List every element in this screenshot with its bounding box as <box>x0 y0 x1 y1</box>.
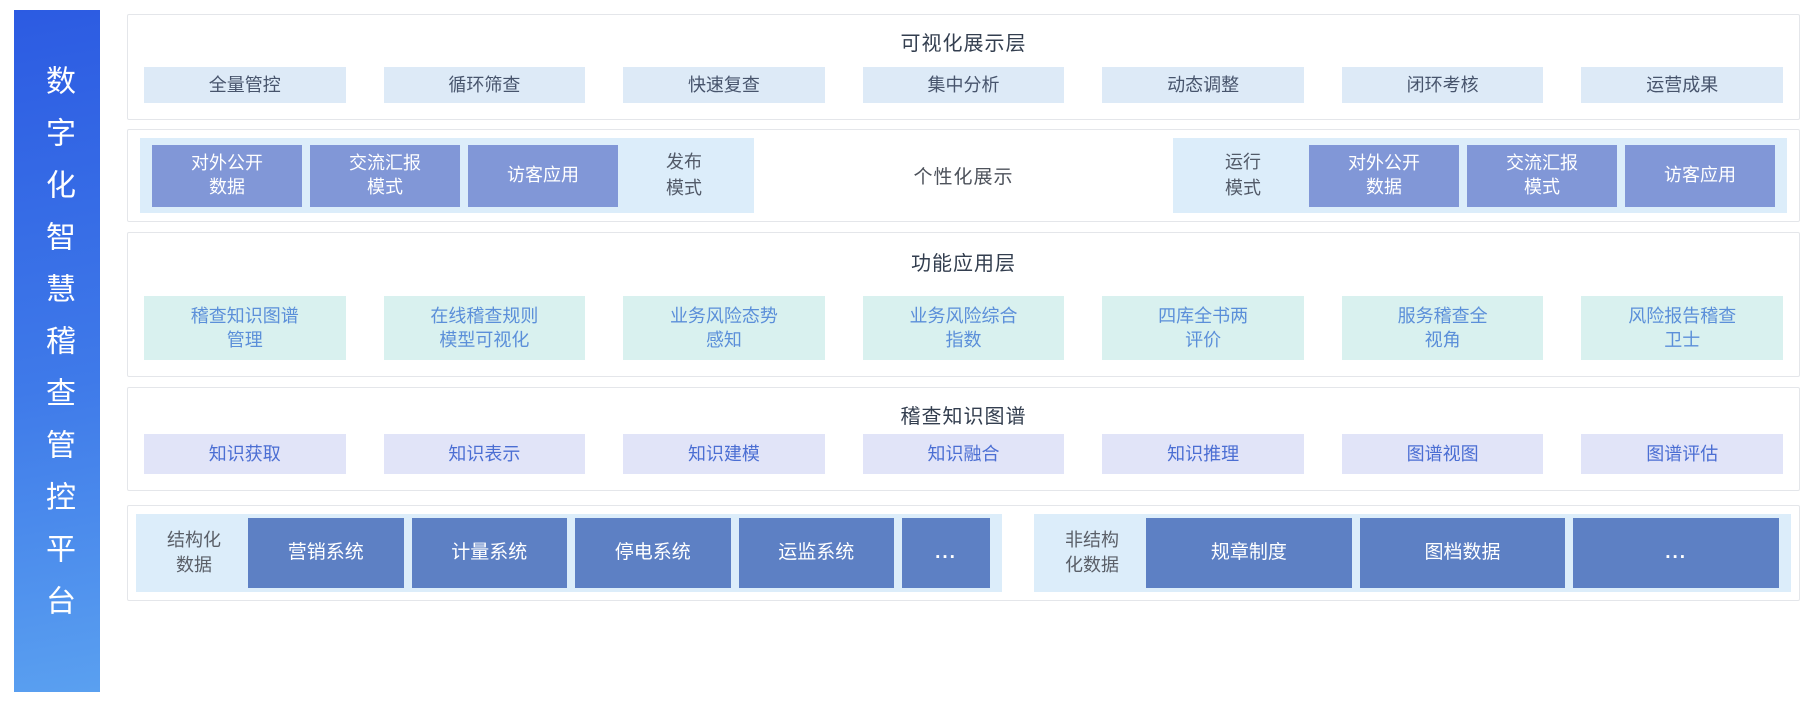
layer-card-modes: 对外公开 数据 交流汇报 模式 访客应用 发布 模式 个性化展示 运行 模式 对… <box>127 129 1800 222</box>
platform-title: 数字化智慧稽查管控平台 <box>41 65 74 637</box>
chip-risk-situation: 业务风险态势 感知 <box>623 296 825 360</box>
chip-knowledge-fusion: 知识融合 <box>862 434 1065 474</box>
chip-closed-loop-assess: 闭环考核 <box>1341 67 1544 103</box>
personalized-display-label: 个性化展示 <box>913 167 1014 188</box>
chip-knowledge-modeling: 知识建模 <box>623 434 825 474</box>
box-metering-system: 计量系统 <box>411 518 567 588</box>
box-public-data-left: 对外公开 数据 <box>152 144 302 207</box>
box-visitor-app-right: 访客应用 <box>1625 144 1775 207</box>
run-mode-group: 运行 模式 对外公开 数据 交流汇报 模式 访客应用 <box>1173 138 1787 213</box>
box-more-unstructured: ... <box>1573 518 1780 588</box>
layer-title-knowledge: 稽查知识图谱 <box>900 406 1027 428</box>
chip-risk-report-guard: 风险报告稽查 卫士 <box>1581 296 1784 360</box>
box-archive-data: 图档数据 <box>1359 518 1566 588</box>
structured-data-label: 结构化 数据 <box>167 529 221 575</box>
unstructured-data-label: 非结构 化数据 <box>1065 529 1119 575</box>
chip-knowledge-reasoning: 知识推理 <box>1102 434 1304 474</box>
layer-title-function: 功能应用层 <box>911 253 1016 275</box>
layer-title-visualization: 可视化展示层 <box>900 33 1027 55</box>
chip-dynamic-adjust: 动态调整 <box>1102 67 1304 103</box>
box-exchange-report-right: 交流汇报 模式 <box>1467 144 1617 207</box>
chip-knowledge-acquisition: 知识获取 <box>144 434 346 474</box>
box-more-structured: ... <box>902 518 990 588</box>
layer-card-visualization: 可视化展示层 全量管控 循环筛查 快速复查 集中分析 动态调整 闭环考核 运营成… <box>127 14 1800 120</box>
function-chip-row: 稽查知识图谱 管理 在线稽查规则 模型可视化 业务风险态势 感知 业务风险综合 … <box>144 296 1784 360</box>
box-operation-monitor-system: 运监系统 <box>738 518 894 588</box>
structured-data-group: 结构化 数据 营销系统 计量系统 停电系统 运监系统 ... <box>136 514 1002 592</box>
publish-mode-label: 发布 模式 <box>666 152 702 198</box>
run-mode-label: 运行 模式 <box>1225 152 1261 198</box>
architecture-diagram: 可视化展示层 全量管控 循环筛查 快速复查 集中分析 动态调整 闭环考核 运营成… <box>127 14 1800 601</box>
chip-cycle-screening: 循环筛查 <box>383 67 586 103</box>
publish-mode-group: 对外公开 数据 交流汇报 模式 访客应用 发布 模式 <box>140 138 754 213</box>
chip-central-analysis: 集中分析 <box>862 67 1065 103</box>
box-marketing-system: 营销系统 <box>248 518 404 588</box>
chip-graph-evaluation: 图谱评估 <box>1581 434 1784 474</box>
box-visitor-app-left: 访客应用 <box>468 144 618 207</box>
chip-full-control: 全量管控 <box>144 67 346 103</box>
knowledge-chip-row: 知识获取 知识表示 知识建模 知识融合 知识推理 图谱视图 图谱评估 <box>144 434 1784 474</box>
visualization-chip-row: 全量管控 循环筛查 快速复查 集中分析 动态调整 闭环考核 运营成果 <box>144 67 1784 103</box>
box-public-data-right: 对外公开 数据 <box>1309 144 1459 207</box>
layer-card-knowledge: 稽查知识图谱 知识获取 知识表示 知识建模 知识融合 知识推理 图谱视图 图谱评… <box>127 387 1800 491</box>
chip-knowledge-graph-mgmt: 稽查知识图谱 管理 <box>144 296 346 360</box>
layer-card-data-sources: 结构化 数据 营销系统 计量系统 停电系统 运监系统 ... 非结构 化数据 规… <box>127 505 1800 601</box>
chip-graph-view: 图谱视图 <box>1341 434 1544 474</box>
chip-online-rule-model: 在线稽查规则 模型可视化 <box>383 296 586 360</box>
chip-quick-recheck: 快速复查 <box>623 67 825 103</box>
box-rules-regulations: 规章制度 <box>1146 518 1352 588</box>
unstructured-data-group: 非结构 化数据 规章制度 图档数据 ... <box>1034 514 1791 592</box>
chip-service-inspection-view: 服务稽查全 视角 <box>1341 296 1544 360</box>
box-outage-system: 停电系统 <box>575 518 731 588</box>
box-exchange-report-left: 交流汇报 模式 <box>310 144 460 207</box>
chip-knowledge-representation: 知识表示 <box>383 434 586 474</box>
chip-four-libraries: 四库全书两 评价 <box>1102 296 1304 360</box>
layer-card-function: 功能应用层 稽查知识图谱 管理 在线稽查规则 模型可视化 业务风险态势 感知 业… <box>127 232 1800 377</box>
platform-banner: 数字化智慧稽查管控平台 <box>14 10 100 692</box>
chip-operation-results: 运营成果 <box>1581 67 1784 103</box>
chip-risk-index: 业务风险综合 指数 <box>862 296 1065 360</box>
